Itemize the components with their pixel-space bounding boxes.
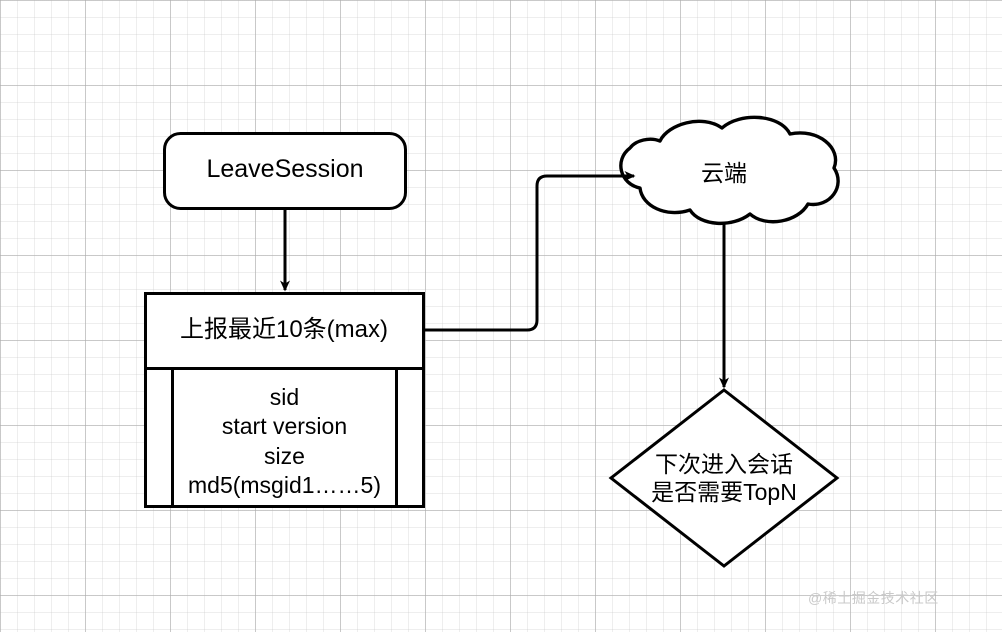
watermark: @稀土掘金技术社区 [808,590,939,606]
decision-node[interactable] [608,388,840,568]
edge-report-to-cloud [424,171,636,332]
leavesession-node[interactable] [163,132,407,210]
cloud-node[interactable] [619,115,840,226]
report-box-node[interactable] [144,292,425,508]
